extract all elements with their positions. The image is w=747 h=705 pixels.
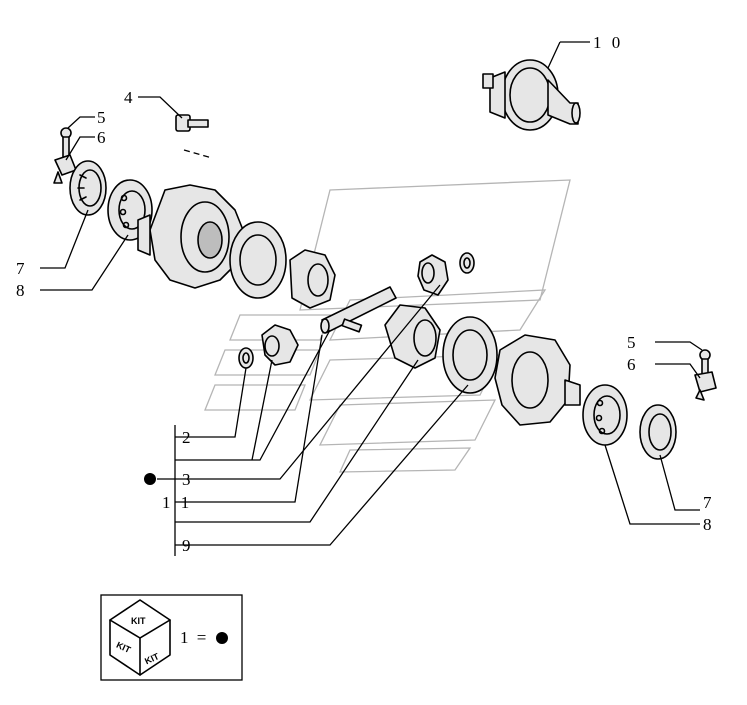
- thrust-washer-left: [229, 221, 287, 299]
- callout-6-right: 6: [627, 355, 639, 374]
- callout-3: 3: [182, 470, 194, 489]
- callout-4: 4: [124, 88, 136, 107]
- part-7-ring-nut-right: [639, 404, 677, 460]
- part-6-lock-plate-right: [694, 371, 717, 401]
- differential-case-left-half: [137, 184, 246, 289]
- callout-7-left: 7: [16, 259, 28, 278]
- part-7-ring-nut-left: [69, 160, 107, 216]
- callout-2: 2: [182, 428, 194, 447]
- part-6-lock-plate-left: [53, 154, 77, 184]
- kit-dot-marker: [144, 473, 156, 485]
- part-11-pin: [320, 286, 397, 334]
- differential-case-right-half: [494, 334, 581, 426]
- side-gear-right: [384, 304, 441, 369]
- part-5-screw-right: [699, 349, 711, 376]
- part-10-differential-assembly: [482, 59, 581, 131]
- part-8-bearing-right: [582, 384, 628, 446]
- kit-legend: KIT KIT KIT 1 =: [100, 594, 243, 681]
- callout-5-right: 5: [627, 333, 639, 352]
- callout-8-left: 8: [16, 281, 28, 300]
- callout-5-left: 5: [97, 108, 109, 127]
- part-2-washer-upper: [459, 252, 475, 274]
- side-gear-left: [289, 249, 336, 309]
- callout-11: 1 1: [162, 493, 192, 512]
- leader-lines: [40, 41, 703, 556]
- part-3-pinion-gear-lower: [261, 324, 299, 366]
- part-2-washer-lower: [238, 347, 254, 369]
- callout-10: 1 0: [593, 33, 623, 52]
- callout-7-right: 7: [703, 493, 715, 512]
- kit-equation: 1 =: [180, 628, 208, 647]
- callout-9: 9: [182, 536, 194, 555]
- part-5-screw-left: [60, 127, 72, 158]
- callout-8-right: 8: [703, 515, 715, 534]
- part-4-bolt: [175, 114, 213, 159]
- part-3-pinion-gear-upper: [417, 254, 449, 296]
- kit-cube-icon: [109, 599, 171, 676]
- part-9-thrust-washer: [442, 316, 498, 394]
- kit-dot-symbol: [216, 632, 228, 644]
- kit-label-top: KIT: [131, 616, 146, 626]
- callout-6-left: 6: [97, 128, 109, 147]
